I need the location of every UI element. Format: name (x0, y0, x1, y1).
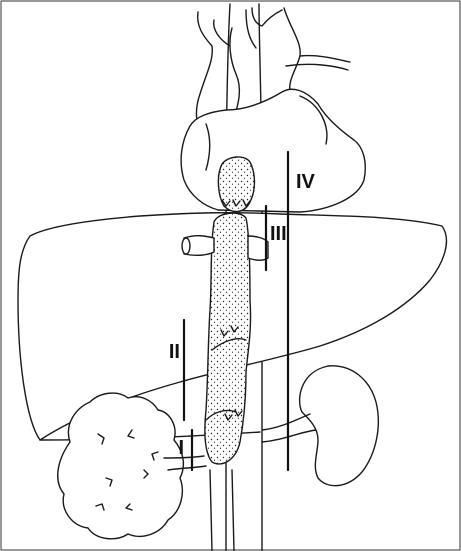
lobulated-organ (58, 393, 184, 539)
heart (181, 89, 365, 212)
level-label-1: I (178, 437, 184, 459)
level-label-2: II (169, 341, 180, 363)
level-label-3: III (270, 223, 287, 245)
kidney-right (262, 366, 378, 486)
level-label-4: IV (296, 171, 316, 193)
